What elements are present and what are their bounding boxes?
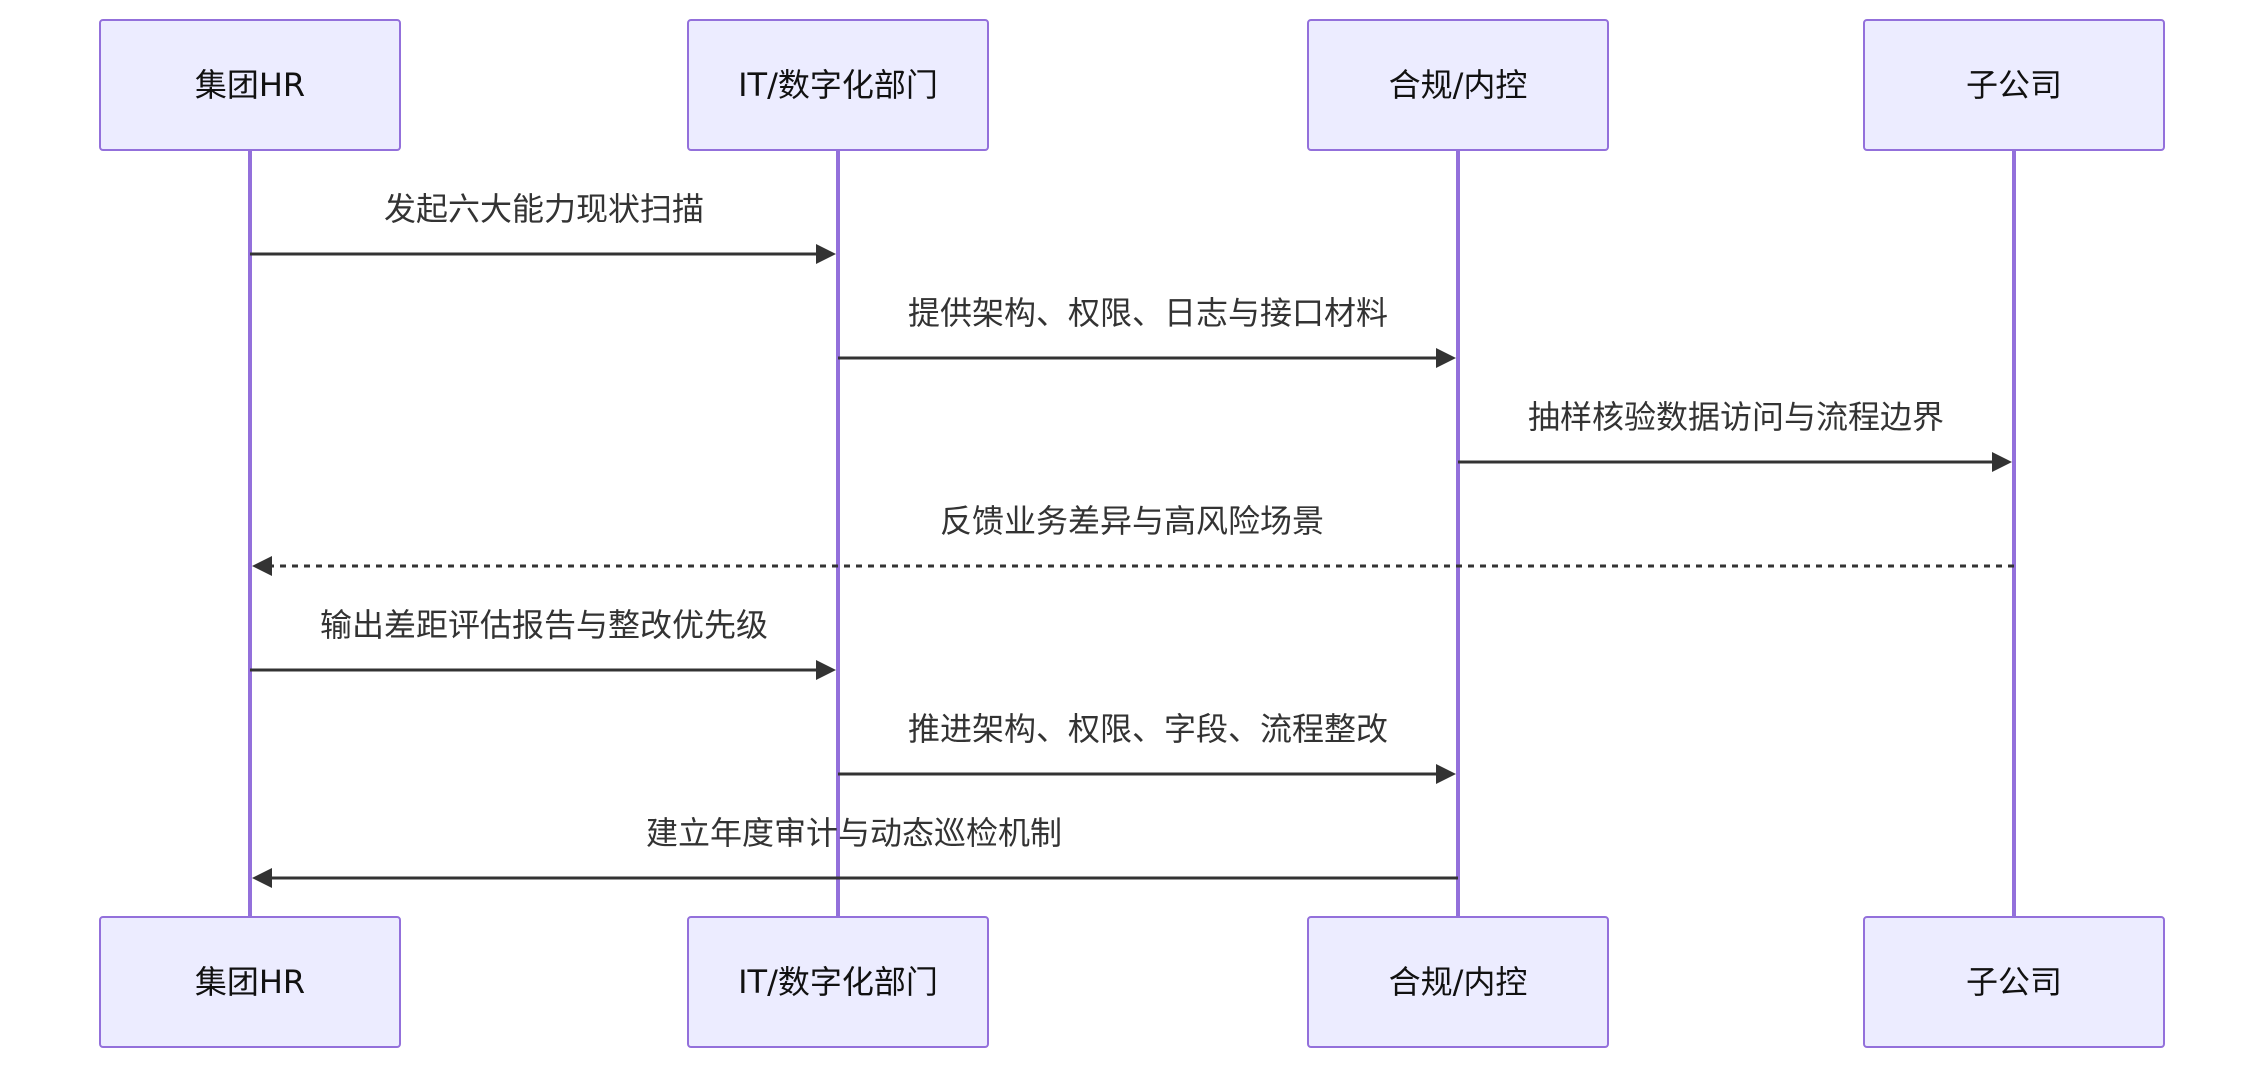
arrowhead-icon (1436, 764, 1456, 784)
participant-box (1863, 19, 2165, 151)
message-label: 抽样核验数据访问与流程边界 (1528, 398, 1944, 436)
arrowhead-icon (816, 244, 836, 264)
message-4: 反馈业务差异与高风险场景 (252, 502, 2014, 576)
message-7: 建立年度审计与动态巡检机制 (252, 814, 1458, 888)
participant-label: 合规/内控 (1389, 66, 1528, 104)
participant-label: 合规/内控 (1389, 963, 1528, 1001)
participant-hr-bottom: 集团HR (99, 916, 401, 1048)
participant-box (687, 916, 989, 1048)
message-6: 推进架构、权限、字段、流程整改 (838, 710, 1456, 784)
message-label: 发起六大能力现状扫描 (384, 190, 704, 228)
participant-sub-top: 子公司 (1863, 19, 2165, 151)
arrowhead-icon (1436, 348, 1456, 368)
message-label: 反馈业务差异与高风险场景 (940, 502, 1324, 540)
messages: 发起六大能力现状扫描提供架构、权限、日志与接口材料抽样核验数据访问与流程边界反馈… (250, 190, 2014, 888)
message-3: 抽样核验数据访问与流程边界 (1458, 398, 2012, 472)
message-label: 输出差距评估报告与整改优先级 (320, 606, 768, 644)
message-1: 发起六大能力现状扫描 (250, 190, 836, 264)
message-label: 建立年度审计与动态巡检机制 (646, 814, 1062, 852)
arrowhead-icon (252, 556, 272, 576)
participant-box (99, 19, 401, 151)
participant-label: IT/数字化部门 (738, 963, 938, 1001)
participant-hr-top: 集团HR (99, 19, 401, 151)
participant-cp-bottom: 合规/内控 (1307, 916, 1609, 1048)
participant-cp-top: 合规/内控 (1307, 19, 1609, 151)
arrowhead-icon (1992, 452, 2012, 472)
participant-label: 集团HR (195, 66, 305, 104)
participant-label: IT/数字化部门 (738, 66, 938, 104)
arrowhead-icon (816, 660, 836, 680)
participant-box (687, 19, 989, 151)
lifelines (248, 150, 2016, 917)
participant-sub-bottom: 子公司 (1863, 916, 2165, 1048)
message-5: 输出差距评估报告与整改优先级 (250, 606, 836, 680)
message-label: 提供架构、权限、日志与接口材料 (908, 294, 1388, 332)
message-2: 提供架构、权限、日志与接口材料 (838, 294, 1456, 368)
participant-label: 集团HR (195, 963, 305, 1001)
participant-box (1307, 19, 1609, 151)
participant-label: 子公司 (1966, 963, 2062, 1001)
participant-it-bottom: IT/数字化部门 (687, 916, 989, 1048)
participant-it-top: IT/数字化部门 (687, 19, 989, 151)
participant-box (1307, 916, 1609, 1048)
message-label: 推进架构、权限、字段、流程整改 (908, 710, 1388, 748)
arrowhead-icon (252, 868, 272, 888)
participant-label: 子公司 (1966, 66, 2062, 104)
participant-box (1863, 916, 2165, 1048)
participant-box (99, 916, 401, 1048)
